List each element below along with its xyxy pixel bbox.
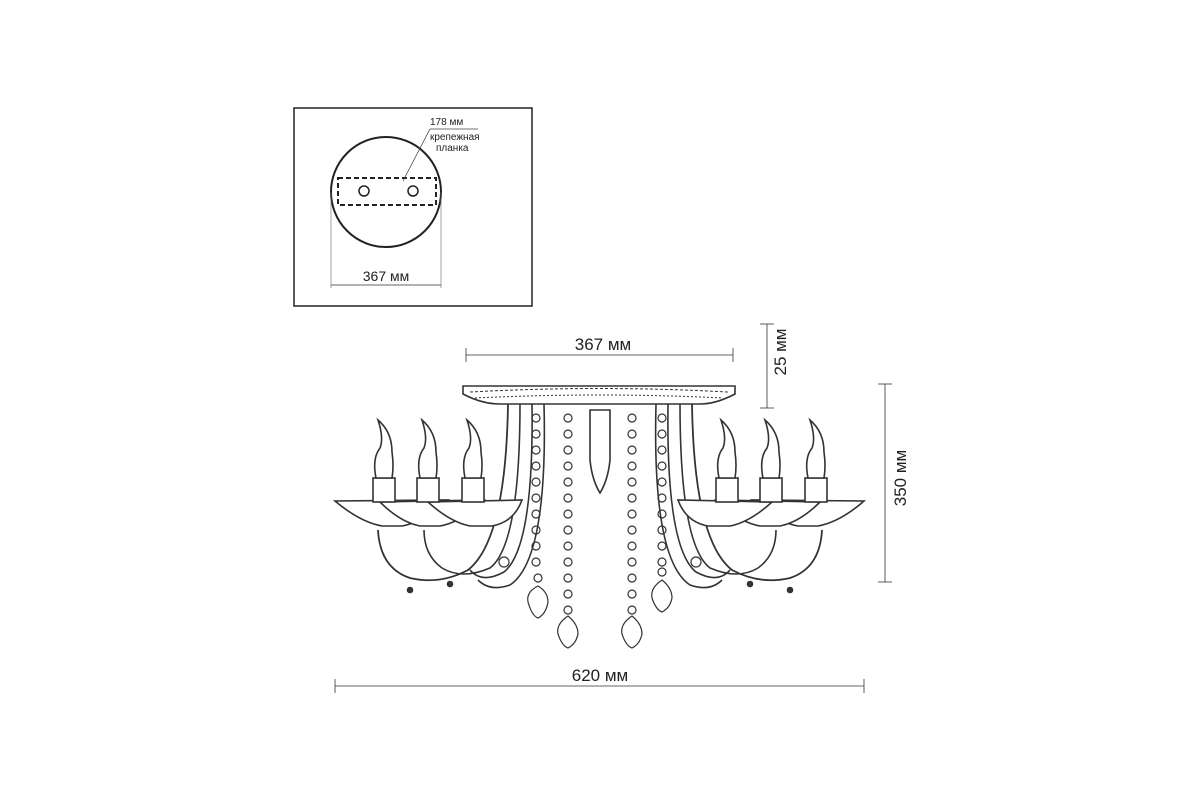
candle-right-2 [759, 417, 783, 503]
candle-left-1 [372, 417, 396, 503]
bobeche-right-3 [676, 499, 775, 527]
mounting-bar [337, 177, 437, 206]
mounting-hole-left [358, 185, 370, 197]
candle-left-3 [461, 417, 485, 503]
inset-width-label: 367 мм [363, 268, 410, 284]
inset-frame [293, 107, 533, 307]
callout-leader [402, 128, 431, 182]
candle-left-2 [416, 417, 440, 503]
mounting-inset: 178 мм крепежная планка 367 мм [293, 107, 533, 307]
total-width-label: 620 мм [572, 666, 628, 685]
canopy-width-label: 367 мм [575, 335, 631, 354]
main-dimensions: 367 мм 25 мм 350 мм 620 мм [334, 323, 910, 693]
canopy-height-label: 25 мм [771, 328, 790, 375]
chandelier-illustration [332, 385, 867, 649]
mounting-hole-right [407, 185, 419, 197]
callout-label-line1: крепежная [430, 132, 480, 143]
strand-right-outer [651, 413, 673, 613]
strand-right-inner [621, 413, 643, 649]
crystal-strands [498, 413, 702, 649]
canopy-circle [330, 136, 442, 248]
total-height-label: 350 мм [891, 450, 910, 506]
strand-left-outer [527, 413, 549, 619]
center-candle [589, 409, 611, 495]
callout-size: 178 мм [430, 117, 463, 128]
candle-right-3 [804, 417, 828, 503]
strand-left-inner [557, 413, 579, 649]
bobeche-left-3 [425, 499, 524, 527]
callout-label-line2: планка [436, 143, 469, 154]
candle-right-1 [715, 417, 739, 503]
